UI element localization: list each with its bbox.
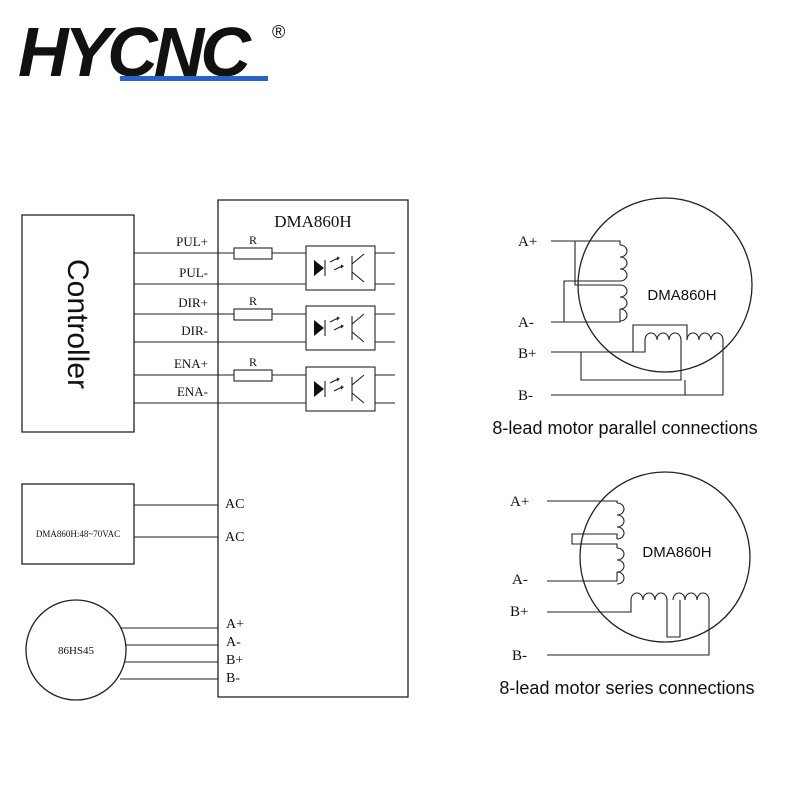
series-motor-name: DMA860H [642, 544, 711, 561]
parallel-caption: 8-lead motor parallel connections [492, 418, 757, 438]
label-motor-b-plus: B+ [226, 653, 243, 668]
resistor-ena: R [233, 355, 273, 382]
label-dir-plus: DIR+ [178, 295, 208, 310]
controller-box [21, 214, 135, 433]
label-motor-a-plus: A+ [226, 617, 244, 632]
label-ena-plus: ENA+ [174, 356, 208, 371]
controller-label: Controller [61, 259, 94, 389]
driver-title: DMA860H [274, 212, 351, 231]
parallel-term-a-plus: A+ [518, 234, 537, 250]
label-ac-1: AC [225, 497, 244, 512]
power-box [21, 483, 135, 565]
parallel-motor-name: DMA860H [647, 287, 716, 304]
series-caption: 8-lead motor series connections [499, 678, 754, 698]
label-pul-plus: PUL+ [176, 234, 208, 249]
series-term-b-plus: B+ [510, 604, 528, 620]
series-term-b-minus: B- [512, 648, 527, 664]
label-motor-a-minus: A- [226, 635, 241, 650]
resistor-label: R [249, 355, 257, 369]
motor-circle [25, 599, 127, 701]
optocoupler-ena [305, 366, 376, 412]
optocoupler-pul [305, 245, 376, 291]
label-pul-minus: PUL- [179, 265, 208, 280]
logo-underline [120, 76, 268, 81]
parallel-term-b-minus: B- [518, 388, 533, 404]
series-term-a-plus: A+ [510, 494, 529, 510]
series-term-a-minus: A- [512, 572, 528, 588]
label-dir-minus: DIR- [181, 323, 208, 338]
resistor-dir: R [233, 294, 273, 321]
label-motor-b-minus: B- [226, 671, 240, 686]
resistor-pul: R [233, 233, 273, 260]
parallel-diagram: DMA860H A+ A- B+ B- 8-lead motor paralle… [492, 197, 758, 438]
resistor-label: R [249, 233, 257, 247]
series-diagram: DMA860H A+ A- B+ B- 8-lead motor series … [499, 471, 755, 698]
driver-box [217, 199, 409, 698]
optocoupler-dir [305, 305, 376, 351]
resistor-label: R [249, 294, 257, 308]
label-ac-2: AC [225, 530, 244, 545]
motor-label: 86HS45 [58, 645, 95, 657]
series-motor-circle [579, 471, 751, 643]
parallel-term-b-plus: B+ [518, 346, 536, 362]
logo-registered: ® [272, 22, 285, 42]
parallel-term-a-minus: A- [518, 315, 534, 331]
label-ena-minus: ENA- [177, 384, 208, 399]
power-label: DMA860H:48~70VAC [36, 529, 120, 539]
logo: HYCNC ® [18, 13, 285, 91]
